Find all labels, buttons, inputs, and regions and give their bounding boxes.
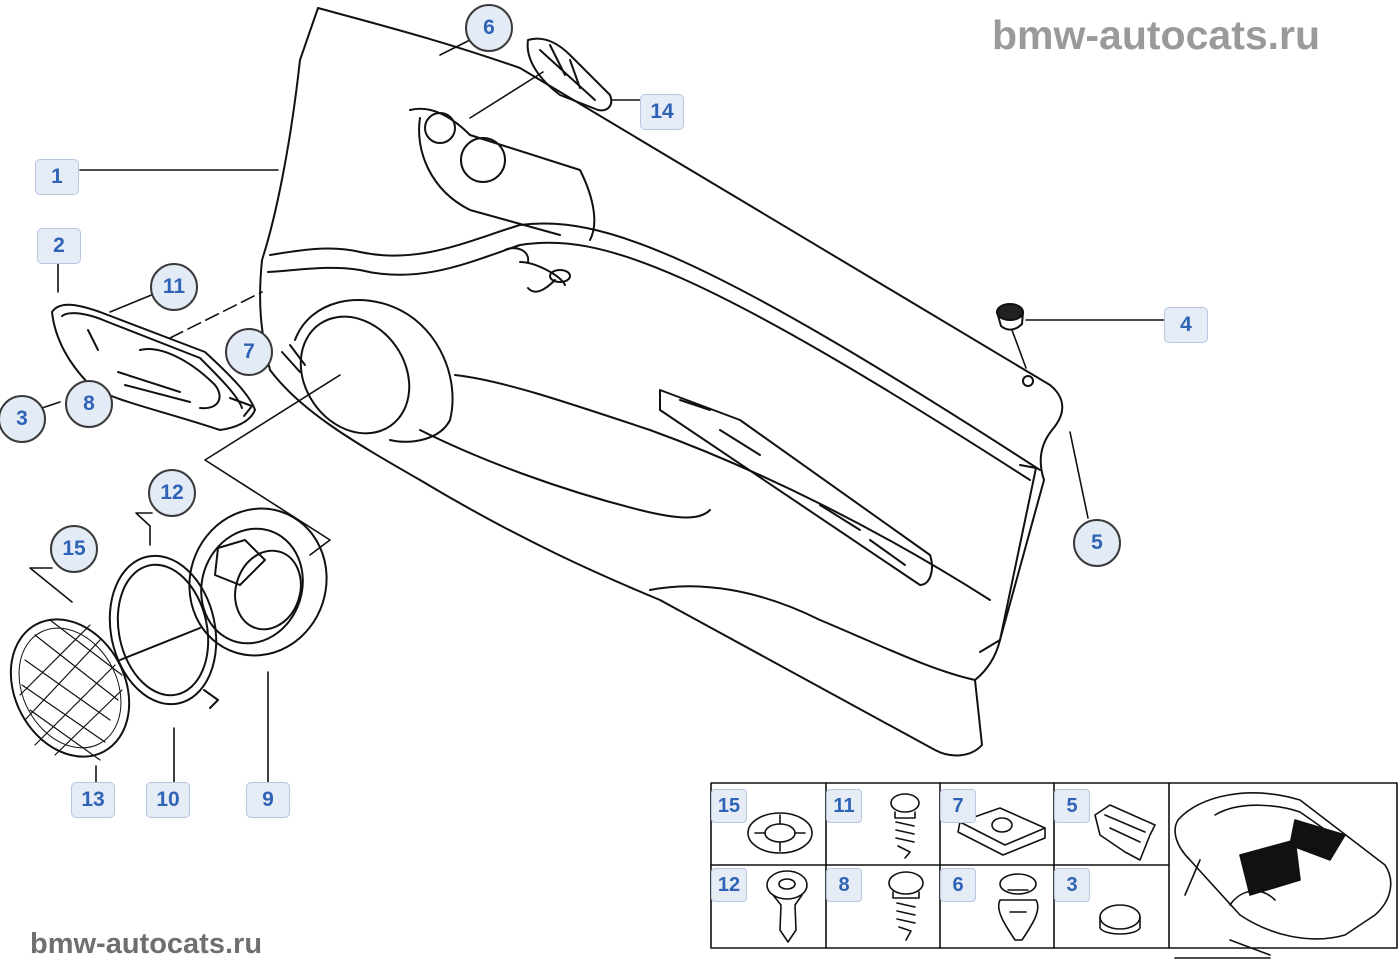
table-cell-label: 12 xyxy=(711,868,747,902)
callout-1: 1 xyxy=(35,159,79,195)
table-cell-label: 6 xyxy=(940,868,976,902)
callout-12: 12 xyxy=(148,469,196,517)
callout-10: 10 xyxy=(146,782,190,818)
speaker-ring xyxy=(108,554,219,709)
watermark-top: bmw-autocats.ru xyxy=(992,12,1321,58)
callout-2: 2 xyxy=(37,228,81,264)
car-location-sketch xyxy=(1174,792,1392,956)
handle-bezel xyxy=(51,303,256,431)
speaker-grille xyxy=(9,618,131,761)
callout-4: 4 xyxy=(1164,307,1208,343)
callout-8: 8 xyxy=(65,380,113,428)
callout-11: 11 xyxy=(150,263,198,311)
fastener-table xyxy=(710,782,1398,959)
table-cell-label: 3 xyxy=(1054,868,1090,902)
callout-14: 14 xyxy=(640,94,684,130)
table-cell-label: 8 xyxy=(826,868,862,902)
callout-6: 6 xyxy=(465,4,513,52)
table-cell-label: 5 xyxy=(1054,789,1090,823)
callout-3: 3 xyxy=(0,395,46,443)
callout-13: 13 xyxy=(71,782,115,818)
handle-carrier xyxy=(526,37,613,112)
table-cell-label: 15 xyxy=(711,789,747,823)
callout-15: 15 xyxy=(50,525,98,573)
callout-7: 7 xyxy=(225,328,273,376)
table-cell-label: 7 xyxy=(940,789,976,823)
watermark-bottom: bmw-autocats.ru xyxy=(30,928,263,960)
door-trim-panel xyxy=(259,7,1064,757)
leader-lines xyxy=(29,39,1165,783)
plug-part xyxy=(996,303,1024,331)
table-cell-label: 11 xyxy=(826,789,862,823)
callout-9: 9 xyxy=(246,782,290,818)
speaker-housing xyxy=(188,507,328,657)
callout-5: 5 xyxy=(1073,519,1121,567)
